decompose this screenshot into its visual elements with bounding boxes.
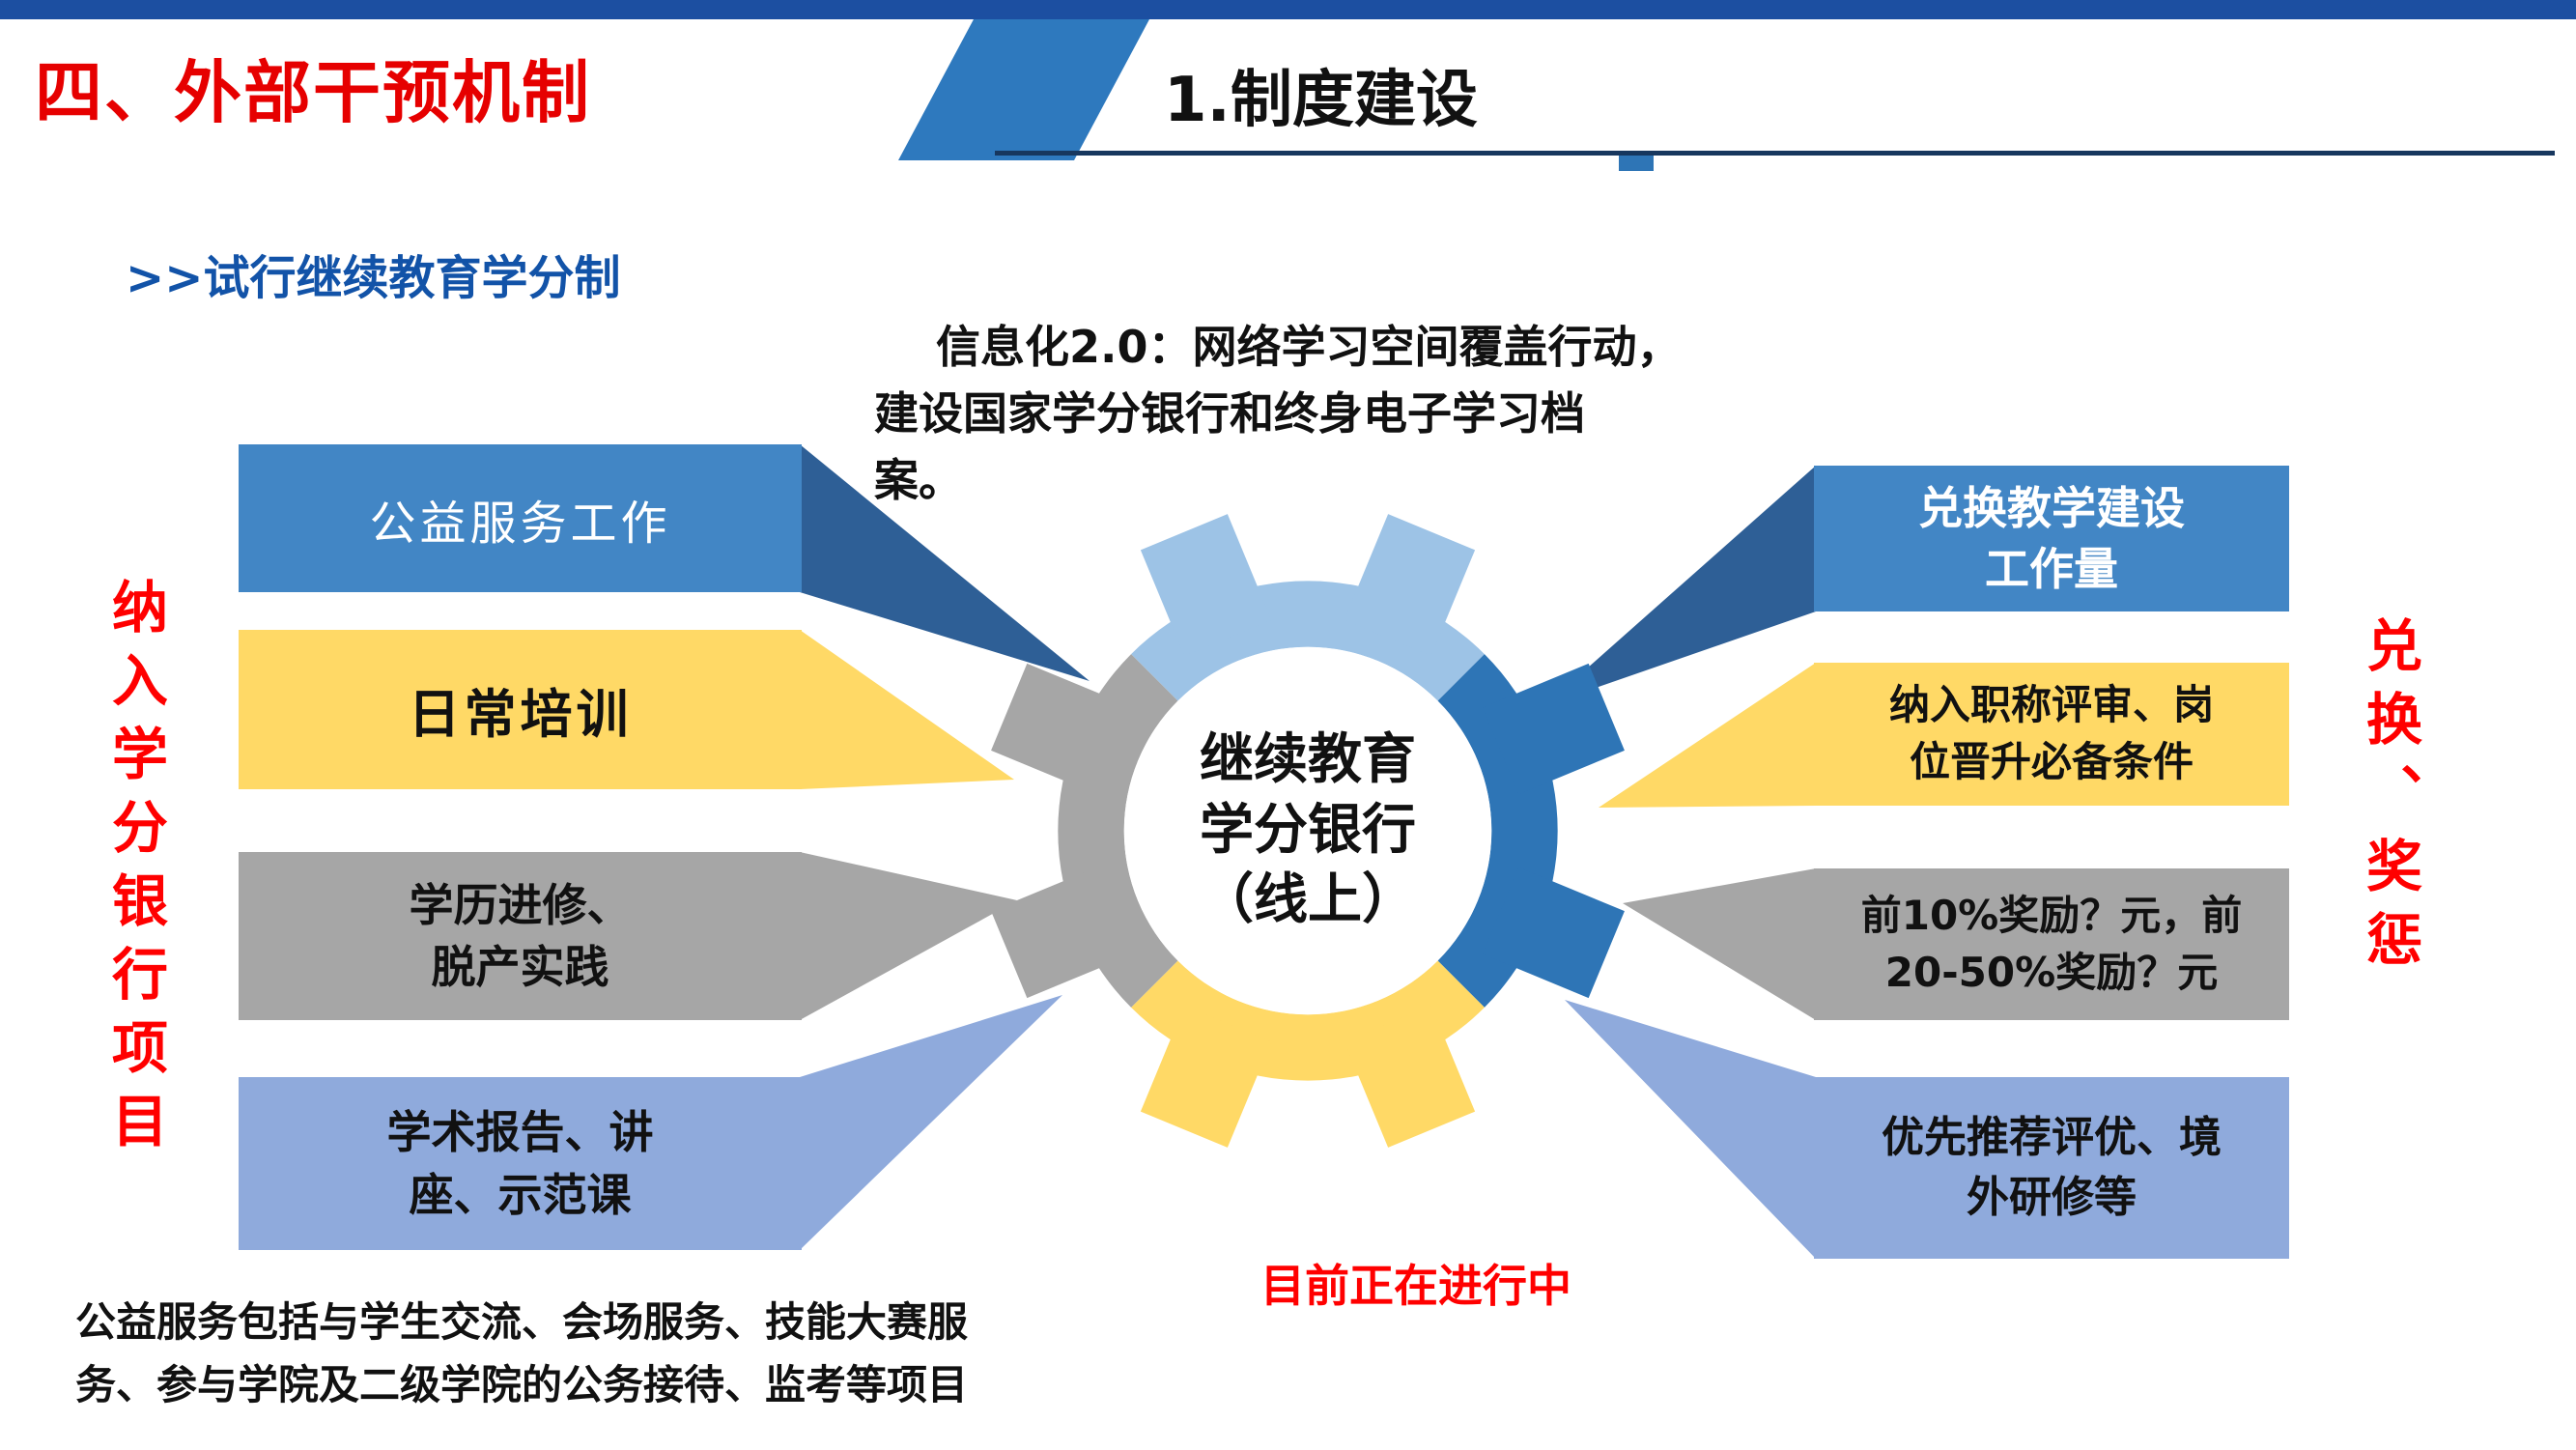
right-item-teaching-workload: 兑换教学建设 工作量 [1814, 466, 2289, 611]
top-bar [0, 0, 2576, 19]
left-item-public-service: 公益服务工作 [239, 444, 802, 592]
header-diagonal-shape [898, 19, 1149, 160]
right-item-title-review: 纳入职称评审、岗 位晋升必备条件 [1814, 663, 2289, 806]
section-title: 1.制度建设 [1164, 65, 1478, 136]
right-item-label: 纳入职称评审、岗 位晋升必备条件 [1888, 681, 2214, 785]
left-item-further-education: 学历进修、 脱产实践 [239, 852, 802, 1020]
left-item-daily-training: 日常培训 [239, 630, 802, 789]
left-axis-label: 纳入学分银行项目 [102, 578, 168, 1165]
left-item-lectures: 学术报告、讲 座、示范课 [239, 1077, 802, 1250]
right-item-label: 优先推荐评优、境 外研修等 [1882, 1113, 2222, 1222]
left-item-label: 学历进修、 脱产实践 [409, 878, 632, 993]
status-text: 目前正在进行中 [1260, 1260, 1571, 1312]
left-item-label: 日常培训 [408, 684, 633, 745]
gear-hub [1123, 646, 1492, 1015]
left-item-label: 学术报告、讲 座、示范课 [386, 1106, 654, 1221]
lead-text: >>试行继续教育学分制 [126, 251, 621, 305]
page-title: 四、外部干预机制 [35, 53, 591, 132]
header-underline [995, 151, 2555, 156]
gear-center-label-box: 继续教育 学分银行 （线上） [1057, 681, 1559, 981]
header-underline-tick [1619, 156, 1654, 171]
left-item-label: 公益服务工作 [369, 496, 671, 551]
right-axis-label: 兑换、奖惩 [2357, 616, 2422, 983]
footnote: 公益服务包括与学生交流、会场服务、技能大赛服 务、参与学院及二级学院的公务接待、… [75, 1298, 969, 1409]
intro-paragraph: 信息化2.0：网络学习空间覆盖行动， 建设国家学分银行和终身电子学习档 案。 [874, 321, 1682, 506]
right-item-label: 前10%奖励？元，前 20-50%奖励？元 [1860, 891, 2243, 996]
gear-center-label: 继续教育 学分银行 （线上） [1200, 727, 1416, 932]
right-item-reward: 前10%奖励？元，前 20-50%奖励？元 [1814, 868, 2289, 1020]
gear-diagram [991, 514, 1625, 1148]
right-item-recommendation: 优先推荐评优、境 外研修等 [1814, 1077, 2289, 1259]
right-item-label: 兑换教学建设 工作量 [1918, 482, 2185, 595]
